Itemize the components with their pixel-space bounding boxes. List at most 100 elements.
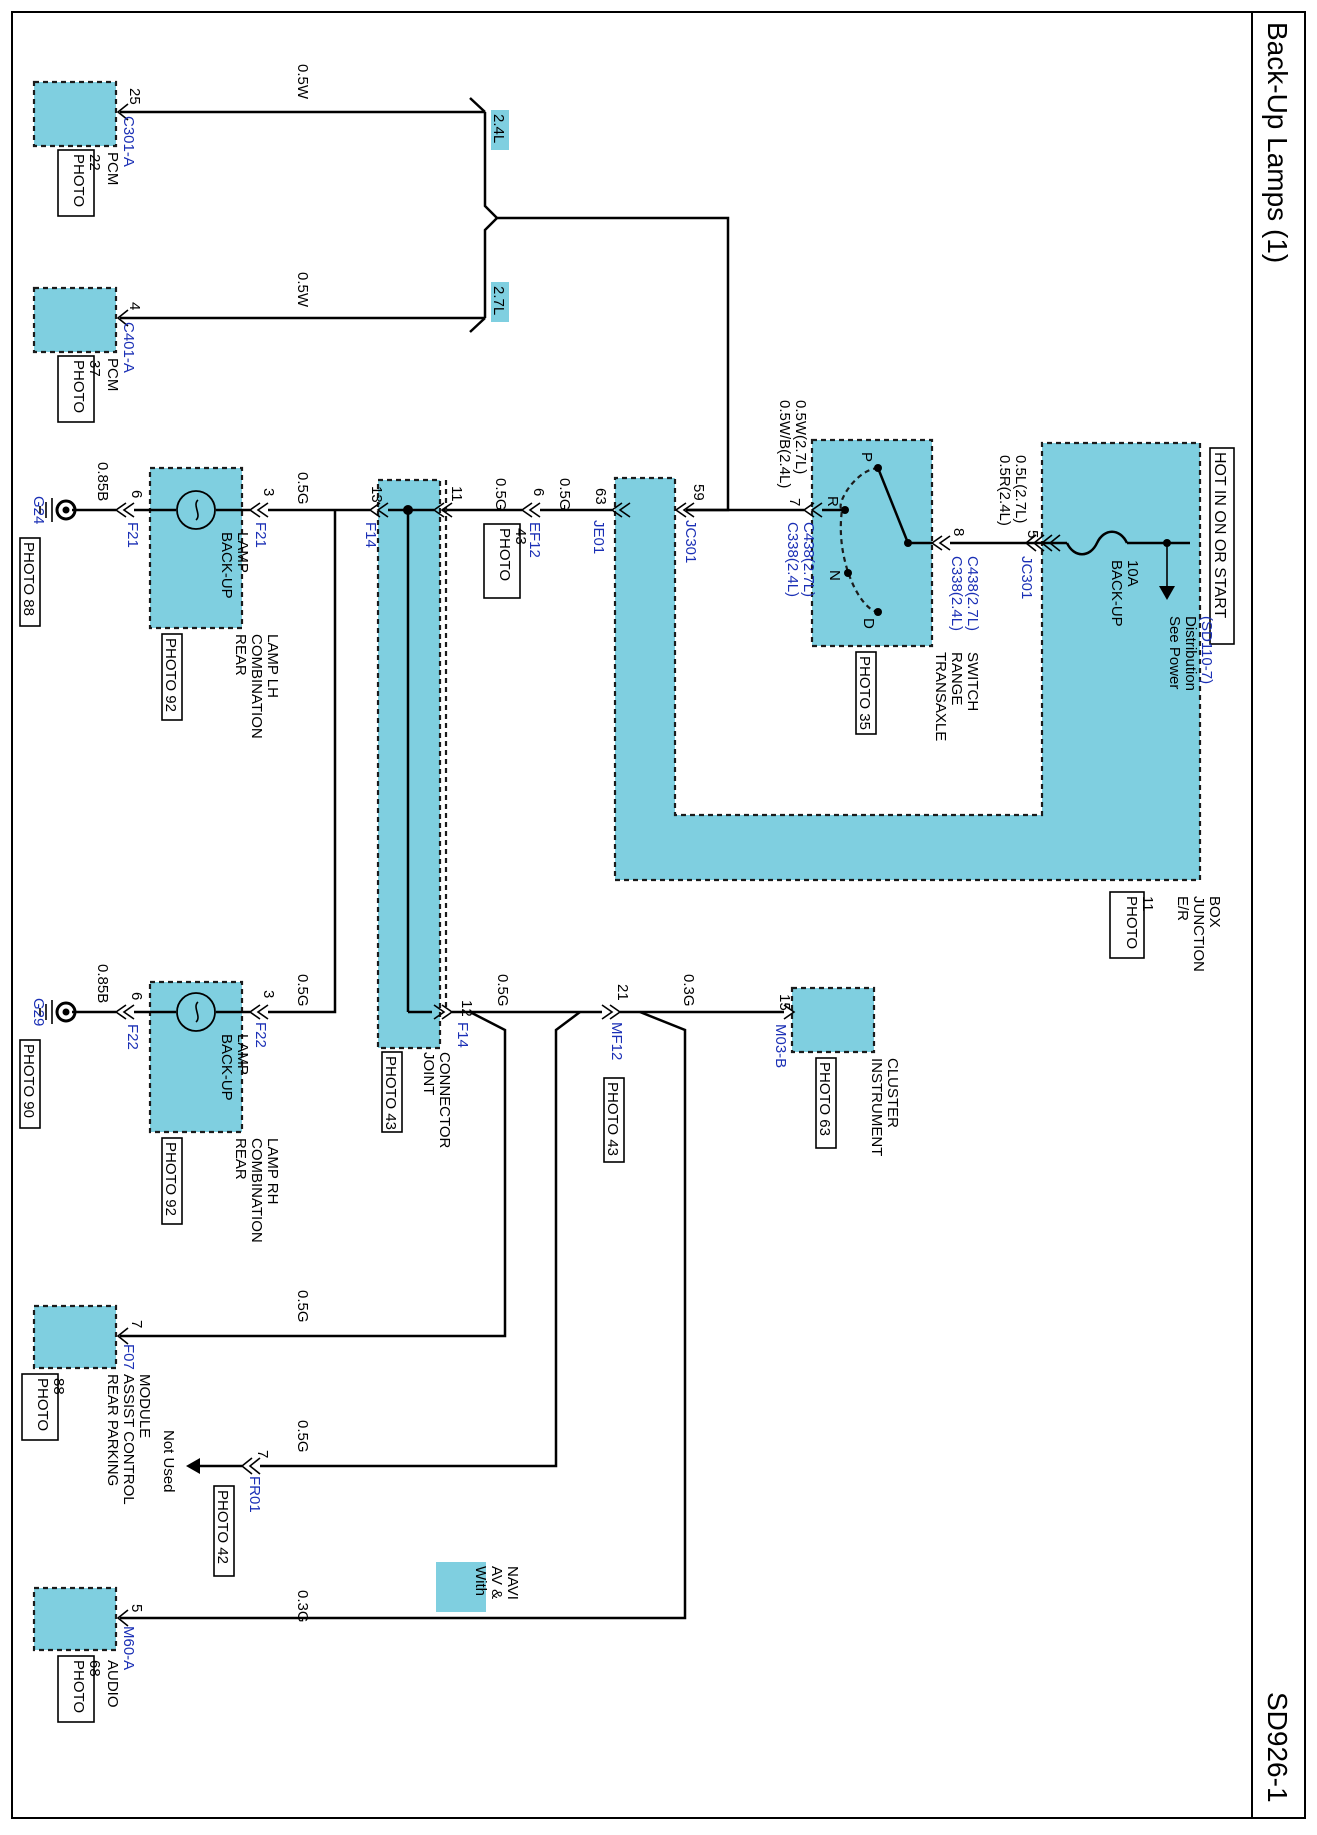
er-junction-box bbox=[613, 441, 1202, 882]
g29-photo: PHOTO 90 bbox=[20, 1044, 37, 1118]
connector-f07[interactable]: F07 bbox=[120, 1344, 137, 1370]
see-power-line1: See Power bbox=[1166, 616, 1183, 689]
pin-4: 4 bbox=[126, 302, 143, 310]
pcm2-name: PCM bbox=[104, 358, 121, 391]
connector-f14-b[interactable]: F14 bbox=[454, 1022, 471, 1048]
hot-label: HOT IN ON OR START bbox=[1211, 452, 1228, 618]
jb-photo-line2: 11 bbox=[1139, 896, 1156, 912]
rh-bulb-name1: BACK-UP bbox=[218, 1034, 235, 1101]
switch-pos-p bbox=[874, 464, 882, 472]
c338-out-2[interactable]: C438(2.7L) bbox=[964, 556, 981, 631]
rh-bulb-icon bbox=[176, 992, 216, 1032]
er-junction-box-label: E/R JUNCTION BOX bbox=[1174, 896, 1223, 972]
ground-g29[interactable]: G29 bbox=[30, 998, 47, 1026]
ef12-photo-line1: PHOTO bbox=[496, 528, 513, 581]
wire-0-5l: 0.5L(2.7L) bbox=[1012, 455, 1029, 523]
rh-photo-box bbox=[161, 1137, 183, 1225]
switch-label-r: R bbox=[824, 496, 841, 507]
audio-photo-line2: 68 bbox=[86, 1660, 103, 1677]
audio-photo: PHOTO 68 bbox=[70, 1660, 103, 1713]
rh-photo: PHOTO 92 bbox=[162, 1142, 179, 1216]
rh-bulb-label: BACK-UP LAMP bbox=[218, 1034, 251, 1101]
rpa-name1: REAR PARKING bbox=[104, 1374, 121, 1486]
lh-out-chevrons bbox=[114, 502, 135, 518]
wire-to-audio bbox=[120, 1010, 687, 1620]
lh-in-chevrons bbox=[248, 502, 269, 518]
switch-label-p: P bbox=[858, 452, 875, 462]
lh-bulb-filament bbox=[195, 499, 199, 521]
not-used-label: Not Used bbox=[160, 1430, 177, 1493]
connector-c301a[interactable]: C301-A bbox=[120, 116, 137, 167]
connector-je01[interactable]: JE01 bbox=[590, 520, 607, 554]
switch-out-connector: C338(2.4L) C438(2.7L) bbox=[784, 522, 817, 597]
pin-13: 13 bbox=[368, 486, 385, 503]
wire-m60-label: 0.3G bbox=[294, 1590, 311, 1623]
ic-label: INSTRUMENT CLUSTER bbox=[868, 1058, 901, 1156]
connector-ef12[interactable]: EF12 bbox=[526, 522, 543, 558]
wire-f14a-label: 0.5G bbox=[294, 472, 311, 505]
switch-photo-box bbox=[855, 651, 877, 735]
g29-ground-ring bbox=[55, 1001, 77, 1023]
rpa-name2: ASSIST CONTROL bbox=[120, 1374, 137, 1505]
joint-photo: PHOTO 43 bbox=[382, 1056, 399, 1130]
connector-c401a[interactable]: C401-A bbox=[120, 322, 137, 373]
diagram-title: Back-Up Lamps (1) bbox=[1262, 22, 1293, 263]
rpa-photo: PHOTO 88 bbox=[34, 1378, 67, 1431]
lh-lamp-label: REAR COMBINATION LAMP LH bbox=[232, 634, 281, 739]
connector-jc301-mid[interactable]: JC301 bbox=[682, 520, 699, 563]
pcm2-photo-line2: 37 bbox=[86, 360, 103, 377]
c338-in-1[interactable]: C338(2.4L) bbox=[784, 522, 801, 597]
rh-name2: COMBINATION bbox=[248, 1138, 265, 1243]
pcm2-photo-line1: PHOTO bbox=[70, 360, 87, 413]
g29-ground-dot bbox=[62, 1008, 70, 1016]
pin-25: 25 bbox=[126, 88, 143, 105]
hot-label-box bbox=[1209, 447, 1235, 645]
rpa-photo-line1: PHOTO bbox=[34, 1378, 51, 1431]
connector-m60a[interactable]: M60-A bbox=[120, 1626, 137, 1670]
connector-mf12[interactable]: MF12 bbox=[608, 1022, 625, 1060]
pin-7-switch: 7 bbox=[786, 498, 803, 506]
connector-f22-b[interactable]: F22 bbox=[124, 1024, 141, 1050]
see-power-ref[interactable]: (SD110-7) bbox=[1198, 616, 1215, 684]
connector-m03b[interactable]: M03-B bbox=[772, 1024, 789, 1068]
lh-bulb-name2: LAMP bbox=[234, 532, 251, 573]
lh-bulb-name1: BACK-UP bbox=[218, 532, 235, 599]
g29-ground-icon bbox=[39, 1000, 53, 1024]
g24-ground-ring bbox=[55, 499, 77, 521]
rh-bulb-filament bbox=[195, 1001, 199, 1023]
switch-photo: PHOTO 35 bbox=[856, 656, 873, 730]
fr01-photo-box bbox=[213, 1485, 235, 1577]
rear-parking-assist-module bbox=[32, 1304, 118, 1370]
lh-bulb-label: BACK-UP LAMP bbox=[218, 532, 251, 599]
rpa-photo-line2: 88 bbox=[50, 1378, 67, 1395]
connector-f21-a[interactable]: F21 bbox=[252, 522, 269, 548]
joint-name1: JOINT bbox=[420, 1052, 437, 1095]
joint-connector-label: JOINT CONNECTOR bbox=[420, 1052, 453, 1149]
wire-je01-label: 0.5G bbox=[556, 478, 573, 511]
c338-out-1[interactable]: C338(2.4L) bbox=[948, 556, 965, 631]
jb-line2: JUNCTION bbox=[1190, 896, 1207, 972]
switch-label-d: D bbox=[860, 618, 877, 629]
connector-f21-b[interactable]: F21 bbox=[124, 522, 141, 548]
with-av-navi-box bbox=[436, 1562, 486, 1612]
wire-mf12-label: 0.3G bbox=[680, 974, 697, 1007]
switch-in-connector: C338(2.4L) C438(2.7L) bbox=[948, 556, 981, 631]
wire-rh-label: 0.85B bbox=[94, 964, 111, 1003]
c338-in-2[interactable]: C438(2.7L) bbox=[800, 522, 817, 597]
connector-f22-a[interactable]: F22 bbox=[252, 1022, 269, 1048]
pcm-module-2 bbox=[32, 286, 118, 354]
pin-11: 11 bbox=[448, 486, 465, 502]
ground-g24[interactable]: G24 bbox=[30, 496, 47, 524]
connector-jc301-top[interactable]: JC301 bbox=[1018, 556, 1035, 599]
pin-63: 63 bbox=[592, 488, 609, 505]
wire-0-5wb: 0.5W/B(2.4L) bbox=[776, 400, 793, 488]
wire-pcm2-stub bbox=[469, 317, 486, 333]
connector-fr01[interactable]: FR01 bbox=[246, 1476, 263, 1513]
switch-name3: SWITCH bbox=[964, 652, 981, 711]
joint-name2: CONNECTOR bbox=[436, 1052, 453, 1149]
connector-f14-a[interactable]: F14 bbox=[362, 522, 379, 548]
see-power-label: See Power Distribution (SD110-7) bbox=[1166, 616, 1215, 691]
lh-name3: LAMP LH bbox=[264, 634, 281, 698]
rh-name3: LAMP RH bbox=[264, 1138, 281, 1204]
switch-pos-n bbox=[844, 569, 852, 577]
